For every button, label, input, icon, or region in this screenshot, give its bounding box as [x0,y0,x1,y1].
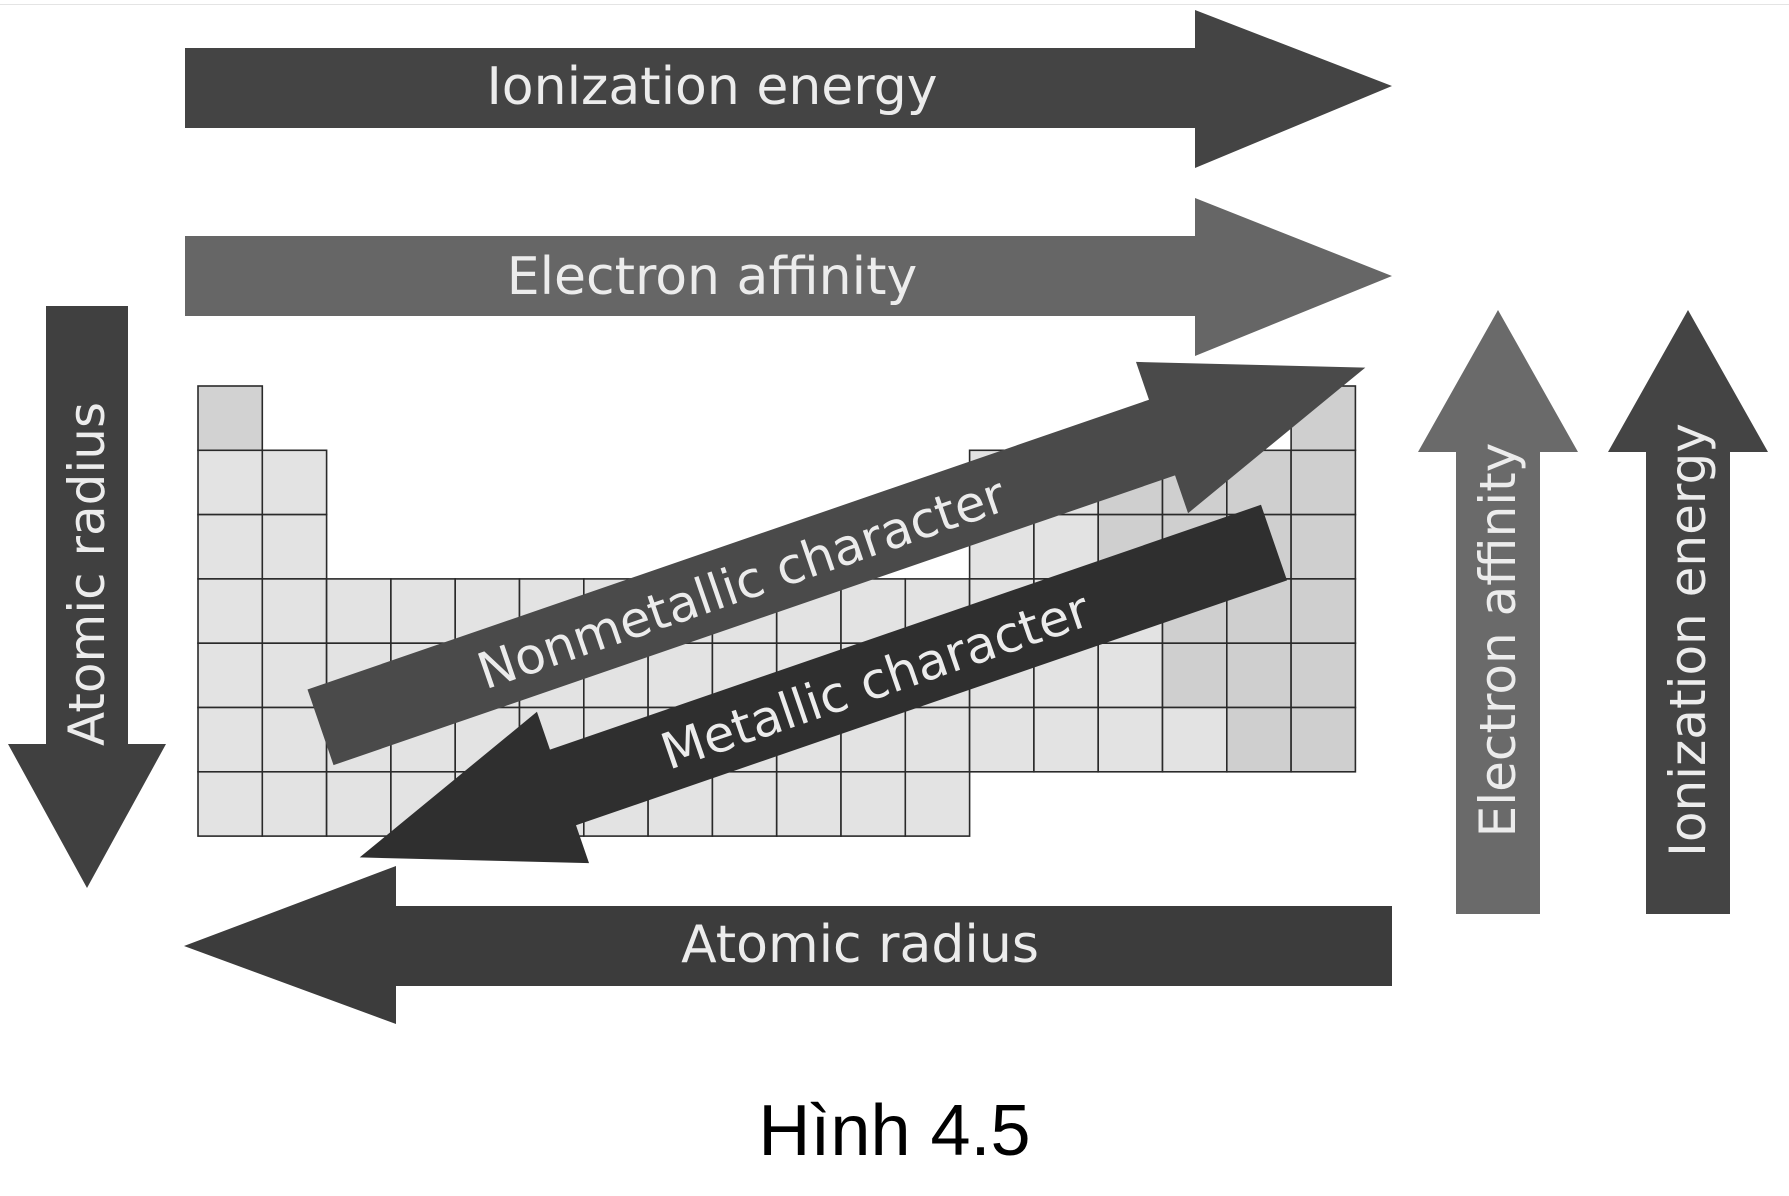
element-cell [261,578,328,645]
atomic-radius-label-bottom: Atomic radius [681,915,1039,975]
element-cell [1226,706,1292,773]
electron-affinity-label-top: Electron affinity [507,247,918,307]
element-cell [968,706,1035,773]
figure-caption: Hình 4.5 [758,1091,1031,1171]
element-cell [261,706,328,773]
atomic-radius-label-left: Atomic radius [58,402,116,746]
element-cell [261,449,328,516]
electron-affinity-arrow-right: Electron affinity [1418,310,1578,914]
ionization-energy-label-top: Ionization energy [486,57,937,117]
element-cell [775,770,842,837]
atomic-radius-arrow-bottom: Atomic radius [184,866,1392,1024]
element-cell [325,578,392,645]
element-cell [197,770,264,837]
atomic-radius-arrow-left: Atomic radius [8,306,166,888]
element-cell [1033,706,1100,773]
ionization-energy-label-right: Ionization energy [1659,423,1717,857]
element-cell [1290,578,1357,645]
element-cell [197,578,264,645]
element-cell [904,706,971,773]
element-cell [1161,706,1228,773]
element-cell [261,770,328,837]
ionization-energy-arrow-top: Ionization energy [185,10,1392,168]
element-cell [261,513,328,580]
element-cell [1290,642,1357,709]
element-cell [1226,642,1292,709]
element-cell [197,385,264,452]
element-cell [1097,642,1164,709]
element-cell [197,706,264,773]
element-cell [197,449,264,516]
element-cell [1097,706,1164,773]
element-cell [390,578,456,645]
element-cell [197,642,264,709]
element-cell [1161,642,1228,709]
element-cell [840,770,907,837]
element-cell [1290,449,1357,516]
electron-affinity-arrow-top: Electron affinity [185,198,1392,356]
element-cell [904,770,971,837]
element-cell [325,770,392,837]
electron-affinity-label-right: Electron affinity [1469,443,1527,838]
element-cell [197,513,264,580]
element-cell [1290,706,1357,773]
element-cell [1290,513,1357,580]
top-border-line [0,0,1789,5]
ionization-energy-arrow-right: Ionization energy [1608,310,1768,914]
element-cell [261,642,328,709]
element-cell [711,770,778,837]
